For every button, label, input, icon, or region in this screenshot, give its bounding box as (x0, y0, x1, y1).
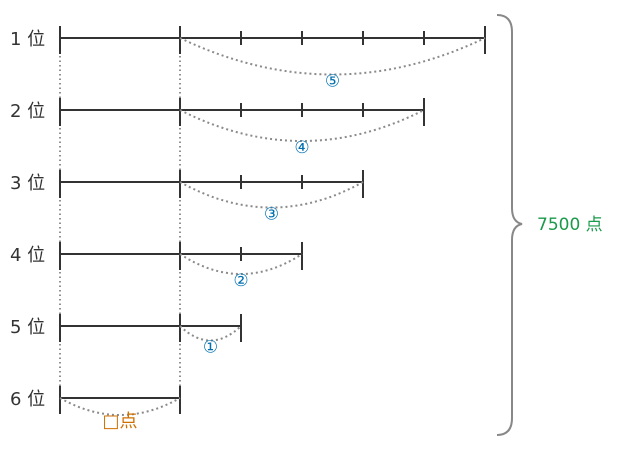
difference-arc (179, 253, 303, 275)
unknown-points-label: □点 (102, 411, 137, 432)
rows-layer: 1 位 ⑤ 2 位 ④ 3 位 ③ 4 位 ② 5 位 ① 6 位 □点 (10, 26, 486, 432)
rank-label: 2 位 (10, 101, 45, 122)
row-2: 2 位 ④ (10, 98, 425, 158)
difference-arc (179, 181, 364, 209)
row-5: 5 位 ① (10, 314, 242, 358)
arc-number-label: ② (233, 271, 248, 291)
arc-number-label: ③ (264, 205, 279, 225)
difference-arc (179, 37, 486, 76)
total-label: 7500 点 (537, 215, 603, 235)
rank-label: 5 位 (10, 317, 45, 338)
arc-number-label: ⑤ (325, 72, 340, 92)
difference-arc (179, 325, 242, 342)
row-1: 1 位 ⑤ (10, 26, 486, 92)
arc-number-label: ④ (294, 138, 309, 158)
base-arc (59, 397, 181, 416)
rank-label: 3 位 (10, 173, 45, 194)
difference-arc (179, 109, 425, 142)
row-3: 3 位 ③ (10, 170, 364, 225)
rank-label: 4 位 (10, 245, 45, 266)
arc-number-label: ① (203, 338, 218, 358)
row-6: 6 位 □点 (10, 386, 181, 432)
row-4: 4 位 ② (10, 242, 303, 291)
total-brace (496, 14, 523, 436)
rank-label: 1 位 (10, 29, 45, 50)
rank-label: 6 位 (10, 389, 45, 410)
